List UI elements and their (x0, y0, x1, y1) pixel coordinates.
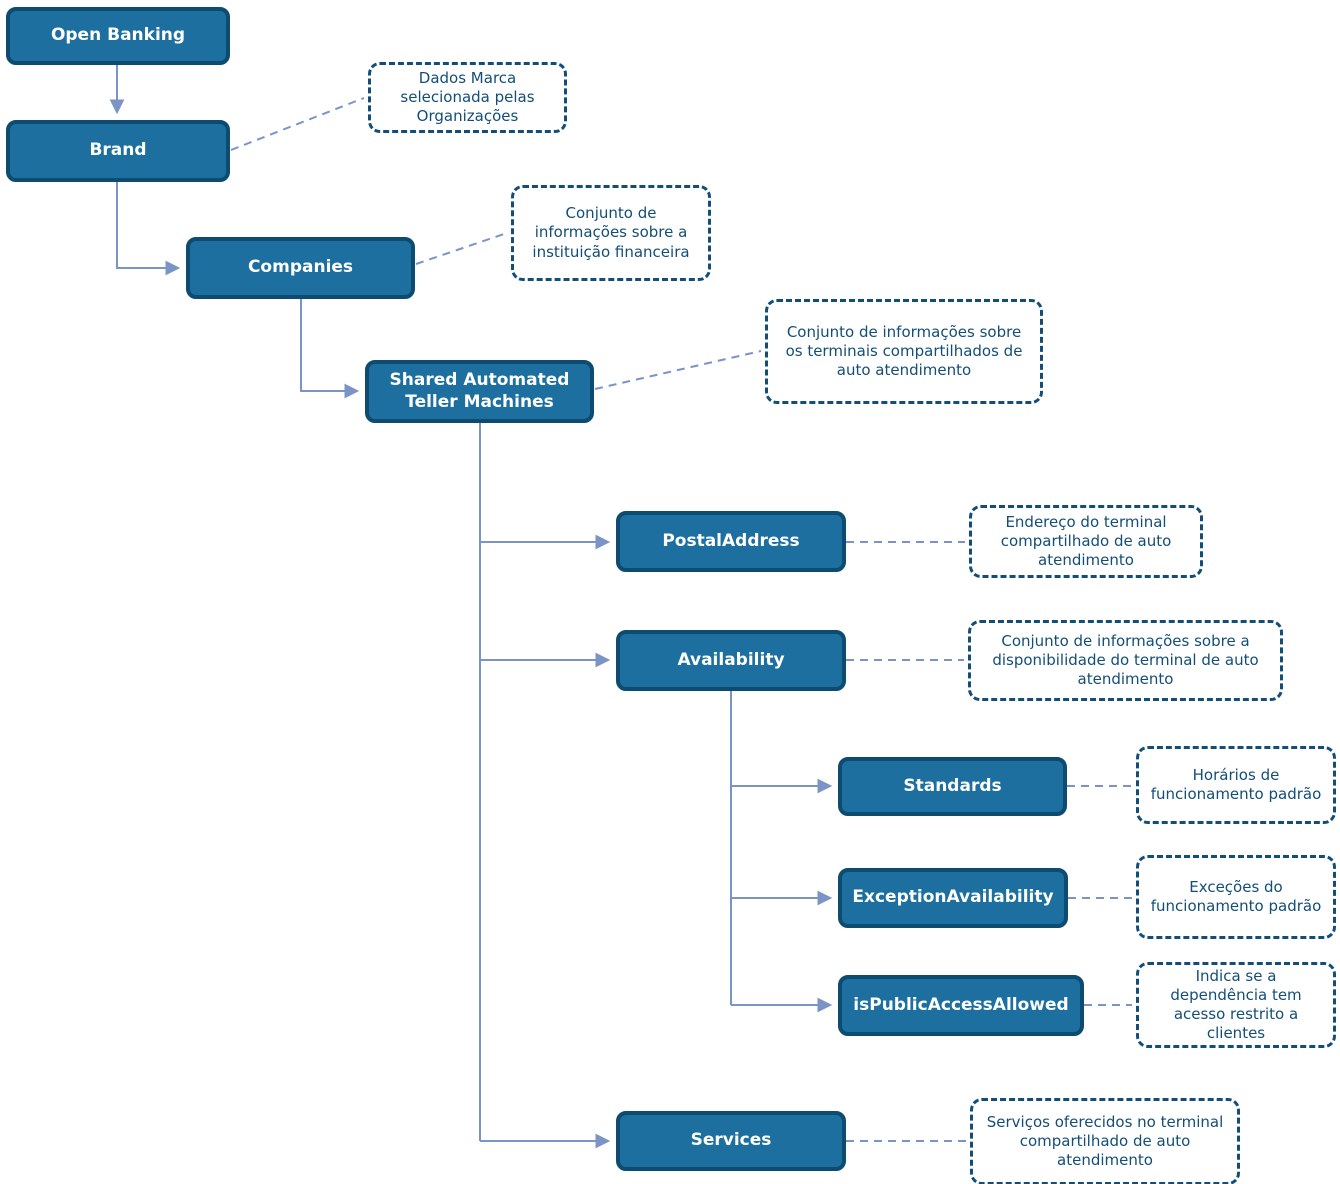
node-open-banking: Open Banking (6, 7, 230, 65)
annotation-services: Serviços oferecidos no terminal comparti… (970, 1098, 1240, 1184)
node-postal-address: PostalAddress (616, 511, 846, 572)
node-exception-availability: ExceptionAvailability (838, 868, 1068, 928)
annotation-exception-availability: Exceções do funcionamento padrão (1136, 855, 1336, 939)
connector-brand-to-companies (116, 182, 181, 276)
leader-shared-atm-annotation (594, 350, 762, 390)
annotation-brand: Dados Marca selecionada pelas Organizaçõ… (368, 62, 567, 133)
annotation-availability: Conjunto de informações sobre a disponib… (968, 620, 1283, 701)
annotation-standards: Horários de funcionamento padrão (1136, 746, 1336, 824)
node-is-public-access-allowed: isPublicAccessAllowed (838, 975, 1084, 1036)
annotation-is-public-access-allowed: Indica se a dependência tem acesso restr… (1136, 962, 1336, 1048)
node-brand: Brand (6, 120, 230, 182)
leader-companies-annotation (415, 232, 508, 265)
annotation-shared-automated-teller-machines: Conjunto de informações sobre os termina… (765, 299, 1043, 404)
node-services: Services (616, 1111, 846, 1171)
connector-companies-to-shared-atm (300, 299, 360, 399)
node-companies: Companies (186, 237, 415, 299)
annotation-companies: Conjunto de informações sobre a institui… (511, 185, 711, 281)
leader-brand-annotation (230, 97, 365, 151)
node-shared-automated-teller-machines: Shared Automated Teller Machines (365, 360, 594, 423)
node-standards: Standards (838, 757, 1067, 816)
annotation-postal-address: Endereço do terminal compartilhado de au… (969, 505, 1203, 578)
node-availability: Availability (616, 630, 846, 691)
